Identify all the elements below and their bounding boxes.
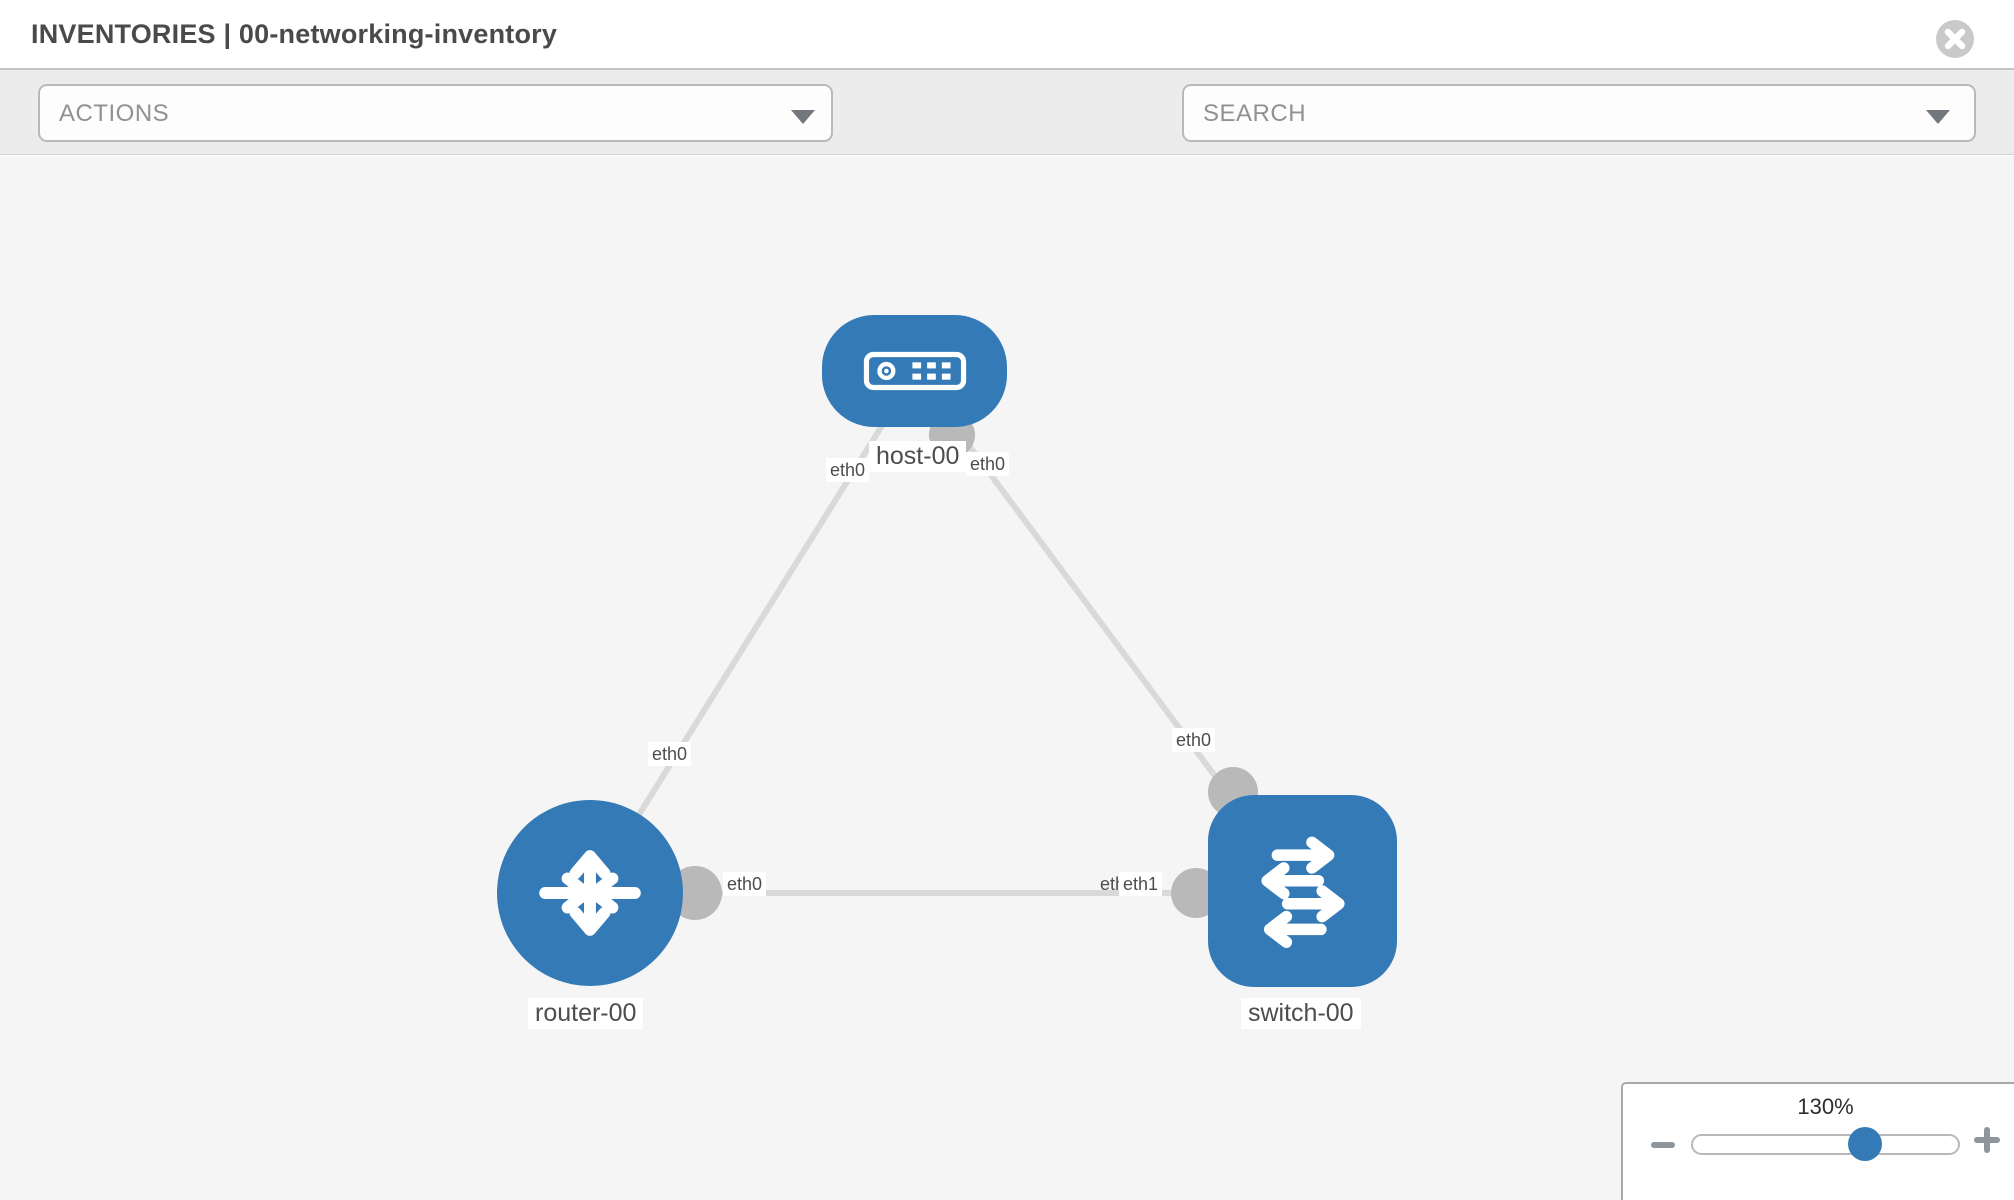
node-label-switch: switch-00 [1241, 998, 1361, 1029]
interface-label: eth0 [966, 452, 1010, 476]
close-icon [1936, 20, 1974, 58]
chevron-down-icon [1926, 110, 1950, 124]
node-router-00[interactable] [497, 800, 683, 986]
search-dropdown[interactable]: SEARCH [1182, 84, 1976, 142]
zoom-control-panel: 130% [1621, 1082, 2014, 1200]
search-dropdown-label: SEARCH [1203, 100, 1307, 127]
zoom-out-button[interactable] [1651, 1134, 1677, 1156]
page-title-section: INVENTORIES [31, 19, 216, 49]
links-layer [587, 371, 1305, 920]
page-title-divider: | [215, 19, 239, 49]
interface-label: eth0 [1172, 728, 1216, 752]
zoom-in-button[interactable] [1973, 1126, 2001, 1154]
interface-label: eth0 [826, 458, 870, 482]
page-title-inventory-name: 00-networking-inventory [238, 19, 558, 49]
toolbar: ACTIONS SEARCH [0, 70, 2014, 197]
close-button[interactable] [1935, 19, 1975, 59]
topology-canvas[interactable]: eth0 host-00 eth0 eth0 eth0 eth0 eth0 et… [0, 156, 2014, 1200]
zoom-slider-track[interactable] [1691, 1134, 1960, 1155]
node-label-router: router-00 [528, 998, 644, 1029]
zoom-slider-thumb[interactable] [1848, 1127, 1882, 1161]
header-bar: INVENTORIES | 00-networking-inventory [0, 0, 2014, 70]
interface-label: eth1 [1119, 872, 1163, 896]
switch-icon [1260, 836, 1345, 948]
zoom-level-value: 130% [1797, 1094, 1854, 1119]
interface-label: eth0 [723, 872, 767, 896]
host-icon [863, 351, 966, 391]
page-title: INVENTORIES | 00-networking-inventory [31, 19, 557, 50]
router-icon [539, 850, 641, 936]
node-label-host: host-00 [869, 441, 967, 472]
actions-dropdown-label: ACTIONS [59, 100, 170, 127]
node-switch-00[interactable] [1208, 795, 1397, 987]
interface-label: eth0 [648, 742, 692, 766]
chevron-down-icon [791, 110, 815, 124]
actions-dropdown[interactable]: ACTIONS [38, 84, 833, 142]
node-host-00[interactable] [822, 315, 1007, 427]
